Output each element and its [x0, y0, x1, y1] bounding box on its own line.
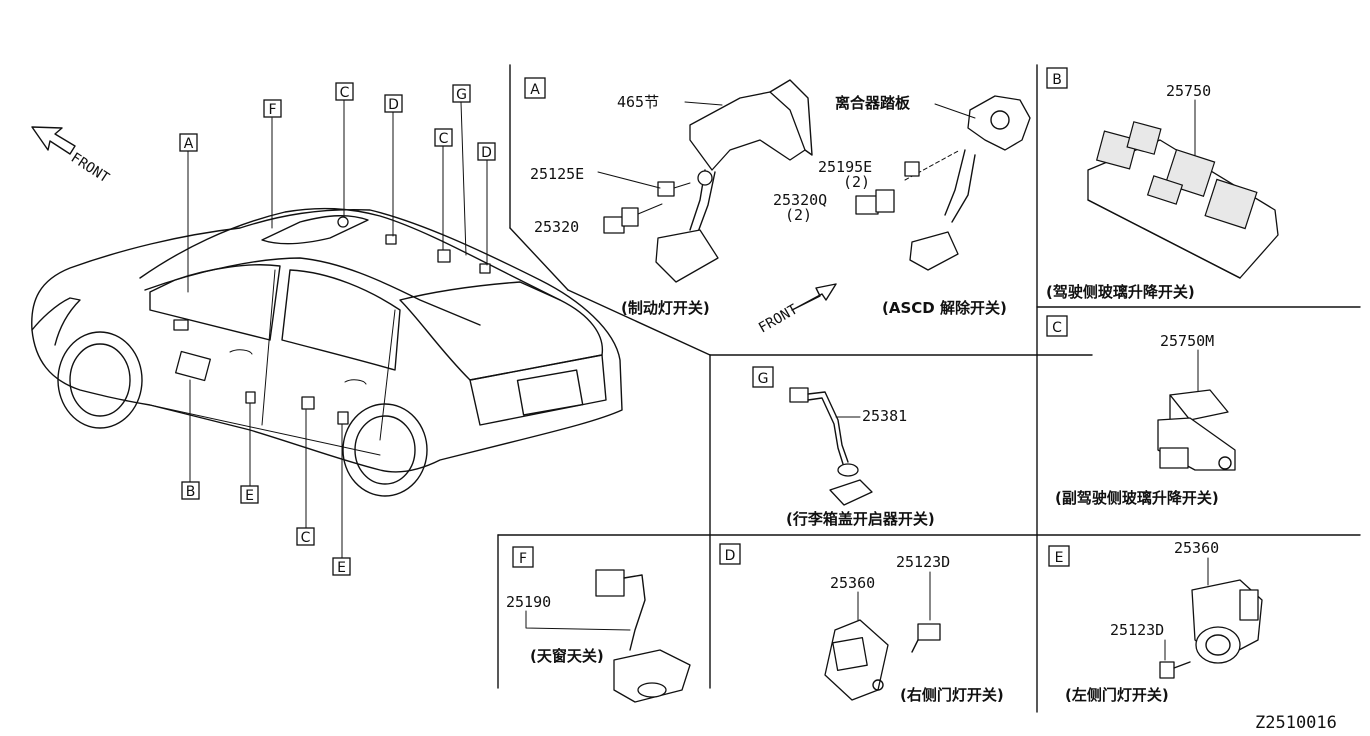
panel-g-letter: G — [758, 371, 769, 387]
callout-d-rear: D — [477, 142, 496, 161]
part-25123d-right: 25123D — [896, 553, 950, 571]
callout-g-label: G — [456, 87, 467, 103]
callout-e-door: E — [240, 485, 259, 504]
part-25381: 25381 — [862, 407, 907, 425]
part-clutch-pedal: 离合器踏板 — [835, 94, 911, 112]
front-label-mid: FRONT — [756, 301, 801, 336]
part-25320: 25320 — [534, 218, 579, 236]
callout-d-label: D — [388, 97, 399, 113]
callout-c2-label: C — [439, 131, 449, 147]
part-25320q: 25320Q — [773, 191, 827, 209]
panel-f-letter: F — [519, 551, 527, 567]
part-25195e: 25195E — [818, 158, 872, 176]
callout-g: G — [452, 84, 471, 103]
car-illustration — [31, 207, 623, 497]
callout-e-rear: E — [332, 557, 351, 576]
panel-e-letter: E — [1055, 550, 1064, 566]
callout-f-label: F — [268, 102, 276, 118]
front-arrow-mid: FRONT — [756, 283, 837, 336]
car-callouts: A B C D E F G C C D E — [179, 82, 496, 576]
panel-a: A 465节 25125E 25320 (制动灯开关) FRONT — [524, 77, 1031, 336]
panel-c-upper: C 25750M (副驾驶侧玻璃升降开关) — [1046, 315, 1236, 507]
panel-f: F 25190 (天窗天关) — [506, 546, 691, 703]
caption-right-door: (右侧门灯开关) — [900, 686, 1004, 704]
qty-25195e: (2) — [843, 173, 870, 191]
callout-c-label: C — [340, 85, 350, 101]
qty-25320q: (2) — [785, 206, 812, 224]
part-25190: 25190 — [506, 593, 551, 611]
callout-a: A — [179, 133, 198, 152]
part-25360-right: 25360 — [830, 574, 875, 592]
panel-dividers — [497, 64, 1361, 713]
callout-c-low: C — [296, 527, 315, 546]
trunk-opener-switch — [789, 387, 873, 506]
panel-g: G 25381 (行李箱盖开启器开关) — [752, 366, 935, 528]
passenger-window-switch — [1157, 389, 1236, 471]
callout-b: B — [181, 481, 200, 500]
callout-e-label: E — [245, 488, 254, 504]
brake-pedal-assembly — [655, 79, 813, 283]
left-door-switch — [1159, 579, 1263, 679]
part-25750: 25750 — [1166, 82, 1211, 100]
front-arrow-left: FRONT — [31, 126, 113, 187]
panel-d: D 25360 25123D (右侧门灯开关) — [719, 543, 1004, 704]
panel-b-letter: B — [1052, 72, 1062, 88]
panel-c-letter: C — [1052, 320, 1062, 336]
part-465: 465节 — [617, 93, 659, 111]
callout-b-label: B — [186, 484, 196, 500]
callout-a-label: A — [184, 136, 194, 152]
caption-driver-window: (驾驶侧玻璃升降开关) — [1046, 283, 1195, 301]
sunroof-switch — [595, 569, 691, 703]
caption-brake-switch: (制动灯开关) — [621, 299, 710, 317]
panel-a-letter: A — [530, 82, 540, 98]
panel-b: B 25750 (驾驶侧玻璃升降开关) — [1046, 67, 1279, 301]
part-25360-left: 25360 — [1174, 539, 1219, 557]
panel-d-letter: D — [725, 548, 736, 564]
caption-left-door: (左侧门灯开关) — [1065, 686, 1169, 704]
callout-d-roof: D — [384, 94, 403, 113]
clutch-pedal-assembly — [855, 95, 1031, 271]
callout-d2-label: D — [481, 145, 492, 161]
driver-window-switch — [1087, 121, 1279, 279]
diagram-code: Z2510016 — [1255, 713, 1337, 733]
caption-sunroof: (天窗天关) — [530, 647, 604, 665]
front-label-left: FRONT — [68, 150, 113, 187]
callout-e2-label: E — [337, 560, 346, 576]
callout-c-roof: C — [335, 82, 354, 101]
part-25750m: 25750M — [1160, 332, 1214, 350]
caption-ascd-switch: (ASCD 解除开关) — [882, 299, 1007, 317]
part-25123d-left: 25123D — [1110, 621, 1164, 639]
part-25125e: 25125E — [530, 165, 584, 183]
panel-e: E 25360 25123D (左侧门灯开关) — [1048, 539, 1263, 704]
caption-trunk-opener: (行李箱盖开启器开关) — [786, 510, 935, 528]
right-door-switch — [824, 619, 941, 701]
brake-switch-parts — [597, 171, 691, 234]
caption-passenger-window: (副驾驶侧玻璃升降开关) — [1055, 489, 1219, 507]
callout-f: F — [263, 99, 282, 118]
callout-c-mid: C — [434, 128, 453, 147]
callout-c3-label: C — [301, 530, 311, 546]
